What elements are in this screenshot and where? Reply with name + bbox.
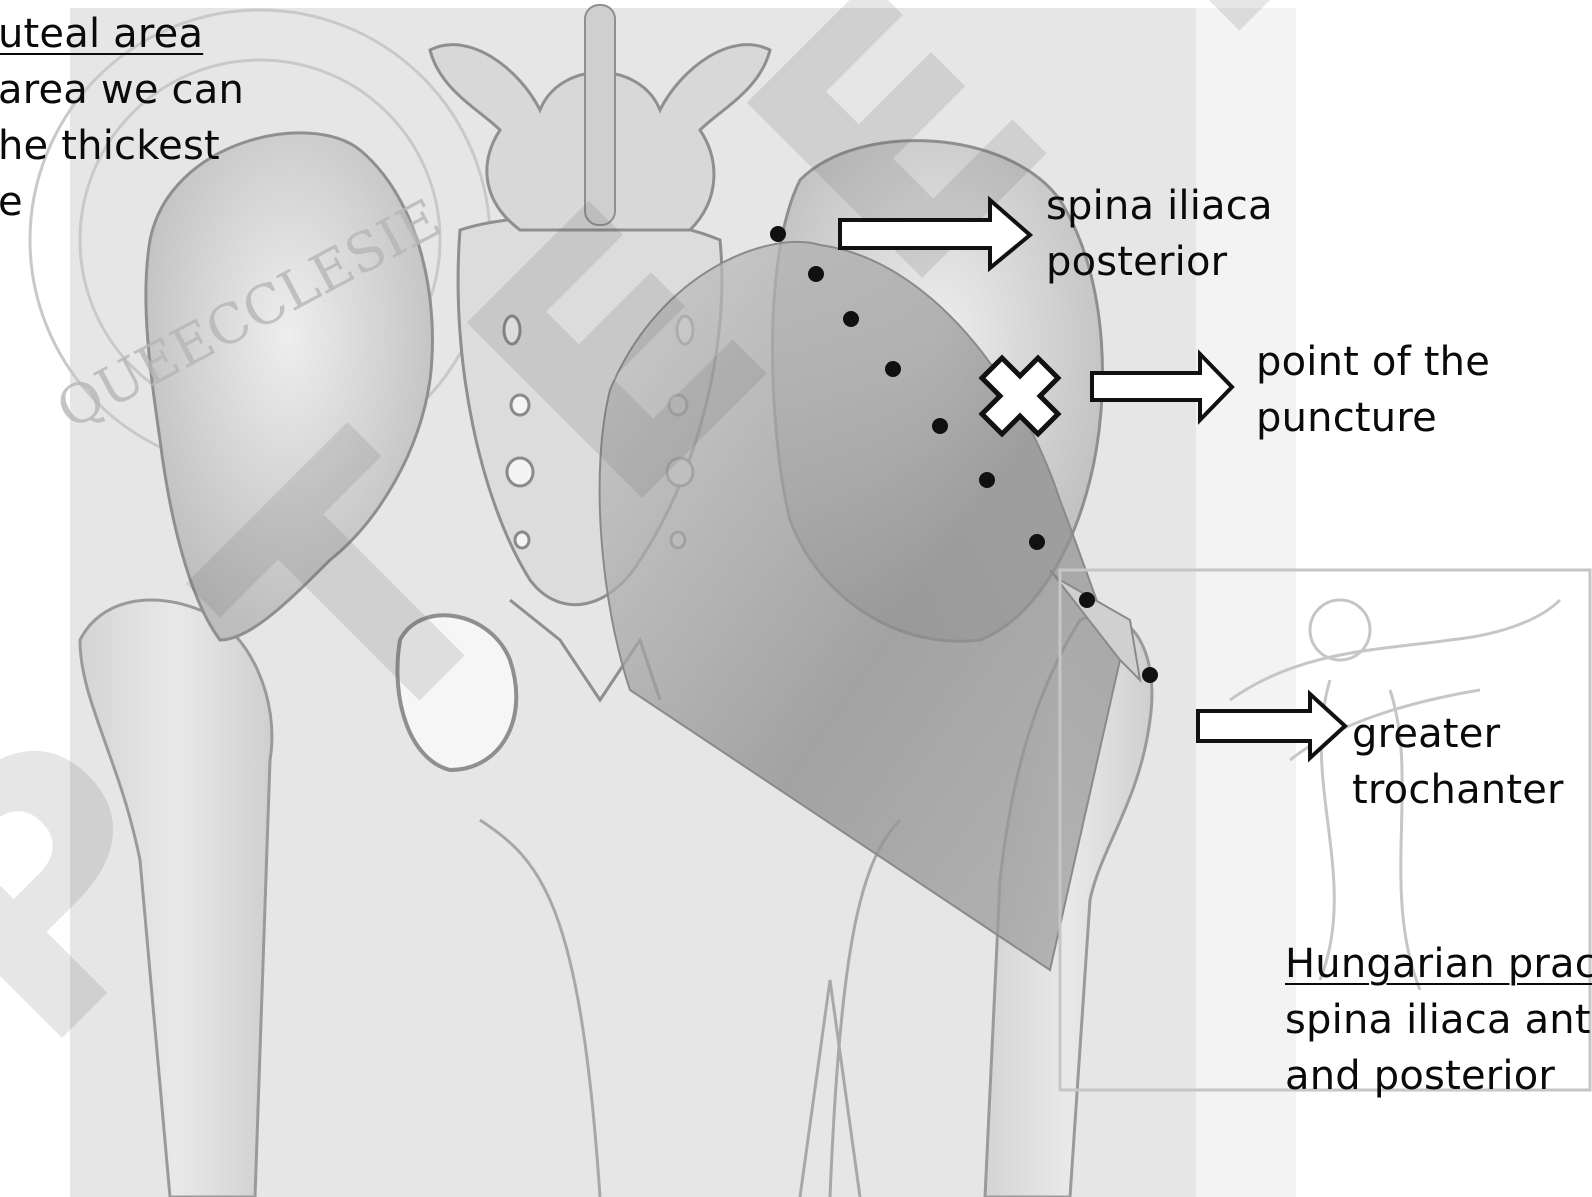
gluteal-text-line-3: e bbox=[0, 174, 23, 230]
spina-label-line-1: spina iliaca bbox=[1046, 178, 1273, 234]
hungarian-text-line-1: spina iliaca ant bbox=[1285, 992, 1591, 1048]
injection-line-dot bbox=[885, 361, 901, 377]
hungarian-text-line-2: and posterior bbox=[1285, 1048, 1555, 1104]
injection-line-dot bbox=[932, 418, 948, 434]
gluteal-heading: uteal area bbox=[0, 6, 203, 62]
trochanter-label-line-1: greater bbox=[1352, 706, 1500, 762]
injection-line-dot bbox=[1142, 667, 1158, 683]
injection-line-dot bbox=[979, 472, 995, 488]
trochanter-label-line-2: trochanter bbox=[1352, 762, 1564, 818]
injection-line-dot bbox=[808, 266, 824, 282]
injection-line-dot bbox=[1029, 534, 1045, 550]
hungarian-heading: Hungarian prac bbox=[1285, 936, 1592, 992]
injection-line-dot bbox=[770, 226, 786, 242]
injection-line-dot bbox=[1079, 592, 1095, 608]
gluteal-text-line-1: area we can bbox=[0, 62, 244, 118]
gluteal-text-line-2: he thickest bbox=[0, 118, 220, 174]
spina-label-line-2: posterior bbox=[1046, 234, 1227, 290]
injection-line-dot bbox=[843, 311, 859, 327]
puncture-label-line-2: puncture bbox=[1256, 390, 1437, 446]
puncture-label-line-1: point of the bbox=[1256, 334, 1490, 390]
